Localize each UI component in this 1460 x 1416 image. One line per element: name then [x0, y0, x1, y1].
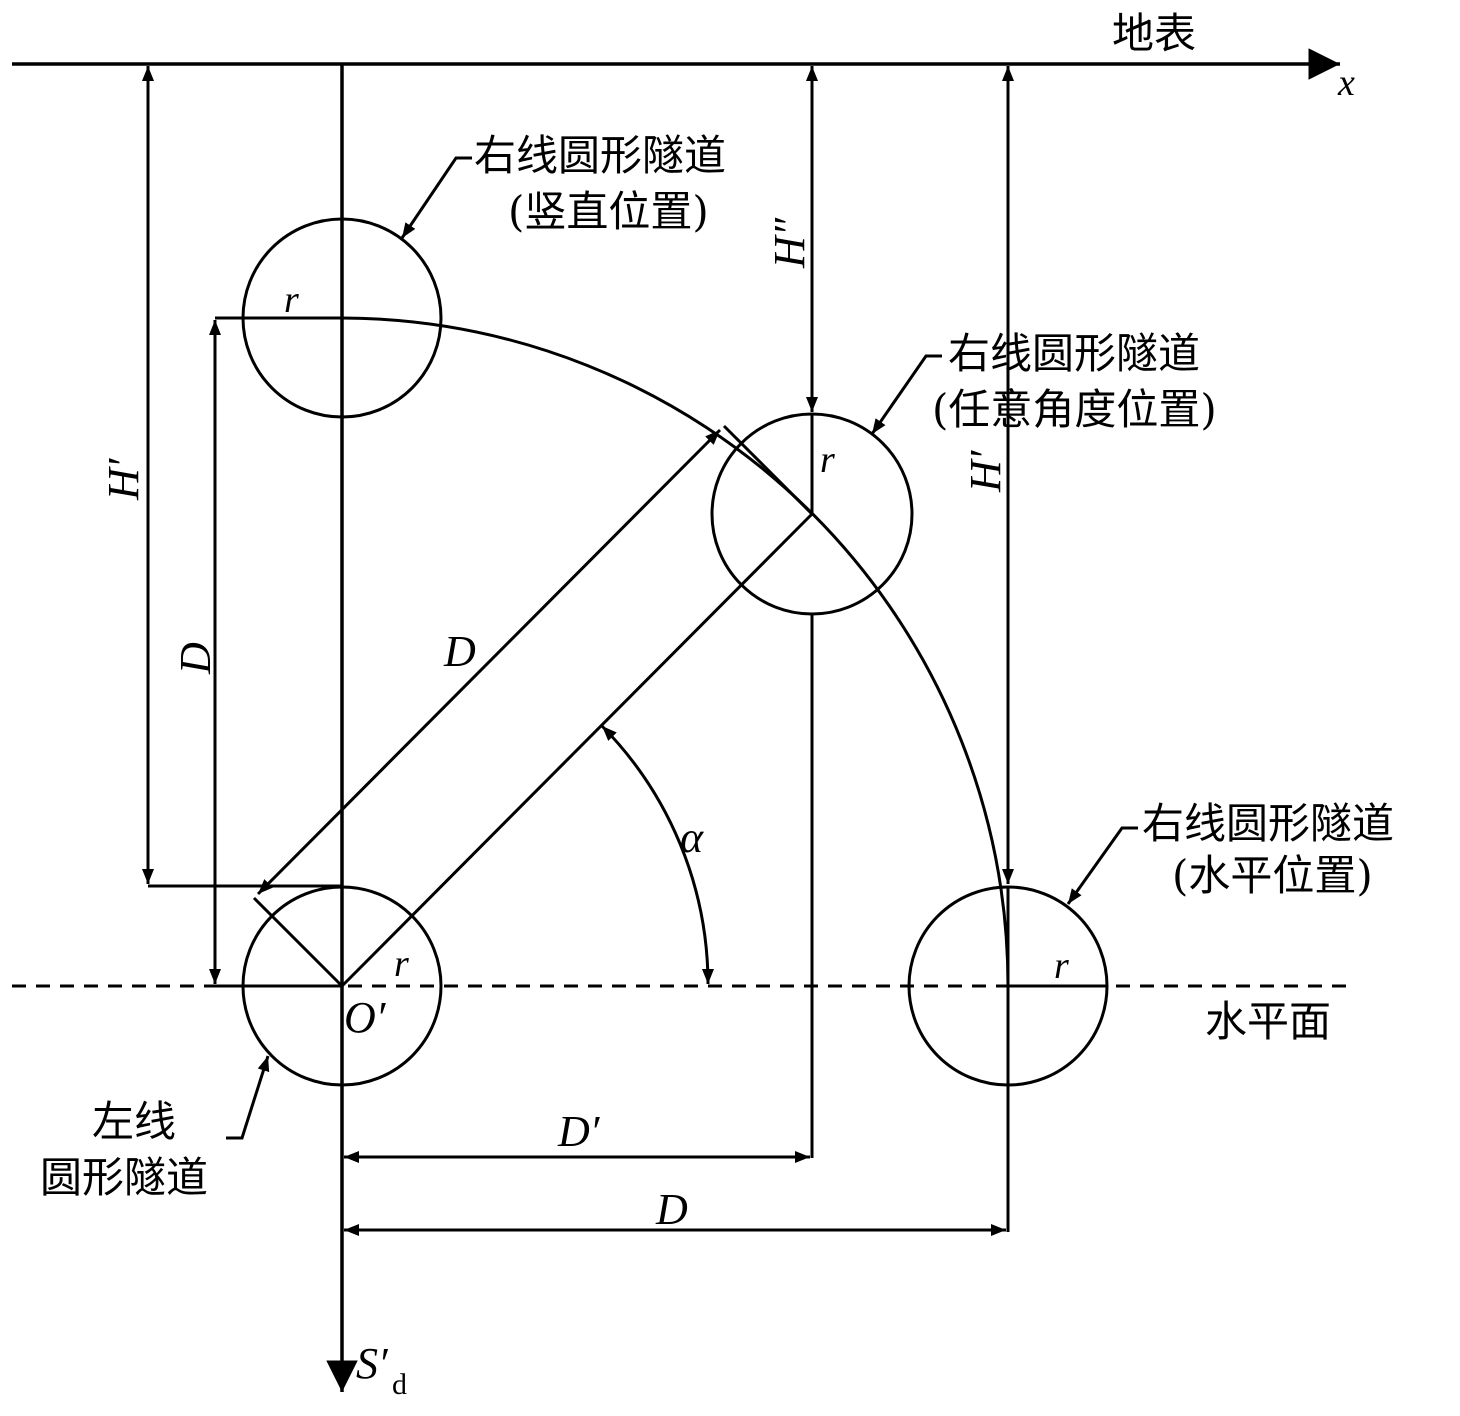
d-label-vertical: D	[171, 642, 220, 675]
r-label-horizontal: r	[1054, 945, 1069, 987]
s-axis-label: S′	[356, 1339, 389, 1388]
s-axis-subscript: d	[392, 1368, 407, 1401]
leader-vertical-tunnel	[400, 156, 472, 239]
h-prime-right-label: H′	[961, 449, 1010, 493]
angle-alpha-arc	[600, 724, 714, 985]
leader-arbitrary-tunnel	[870, 354, 942, 435]
d-label-horizontal: D	[655, 1185, 688, 1234]
leader-horizontal-tunnel	[1066, 826, 1138, 905]
h-double-prime-label: H″	[765, 217, 814, 269]
d-label-diagonal: D	[443, 627, 476, 676]
diagonal-extension-upper	[722, 424, 814, 516]
trajectory-arc	[341, 316, 1010, 987]
vertical-tunnel-label-line1: 右线圆形隧道	[474, 131, 726, 180]
diagonal-extension-lower	[252, 896, 344, 988]
left-tunnel-label-line1: 左线	[92, 1097, 176, 1146]
r-label-arbitrary: r	[820, 439, 835, 481]
r-label-left: r	[394, 943, 409, 985]
leader-left-tunnel	[226, 1055, 270, 1140]
x-axis-label: x	[1337, 62, 1355, 104]
center-line	[340, 512, 814, 988]
vertical-tunnel-label-line2: (竖直位置)	[508, 187, 709, 236]
h-prime-left-label: H′	[99, 457, 148, 501]
origin-label: O′	[344, 993, 387, 1042]
horizontal-plane-label: 水平面	[1205, 997, 1331, 1046]
arbitrary-tunnel-label-line1: 右线圆形隧道	[948, 329, 1200, 378]
r-label-vertical: r	[284, 279, 299, 321]
horizontal-tunnel-label-line2: (水平位置)	[1172, 851, 1373, 900]
surface-label: 地表	[1112, 9, 1196, 58]
d-prime-label: D′	[557, 1107, 601, 1156]
angle-alpha-label: α	[680, 813, 704, 862]
left-tunnel-label-line2: 圆形隧道	[40, 1153, 208, 1202]
diagonal-d-dimension	[256, 428, 722, 896]
horizontal-tunnel-label-line1: 右线圆形隧道	[1142, 799, 1394, 848]
arbitrary-tunnel-label-line2: (任意角度位置)	[932, 385, 1217, 434]
